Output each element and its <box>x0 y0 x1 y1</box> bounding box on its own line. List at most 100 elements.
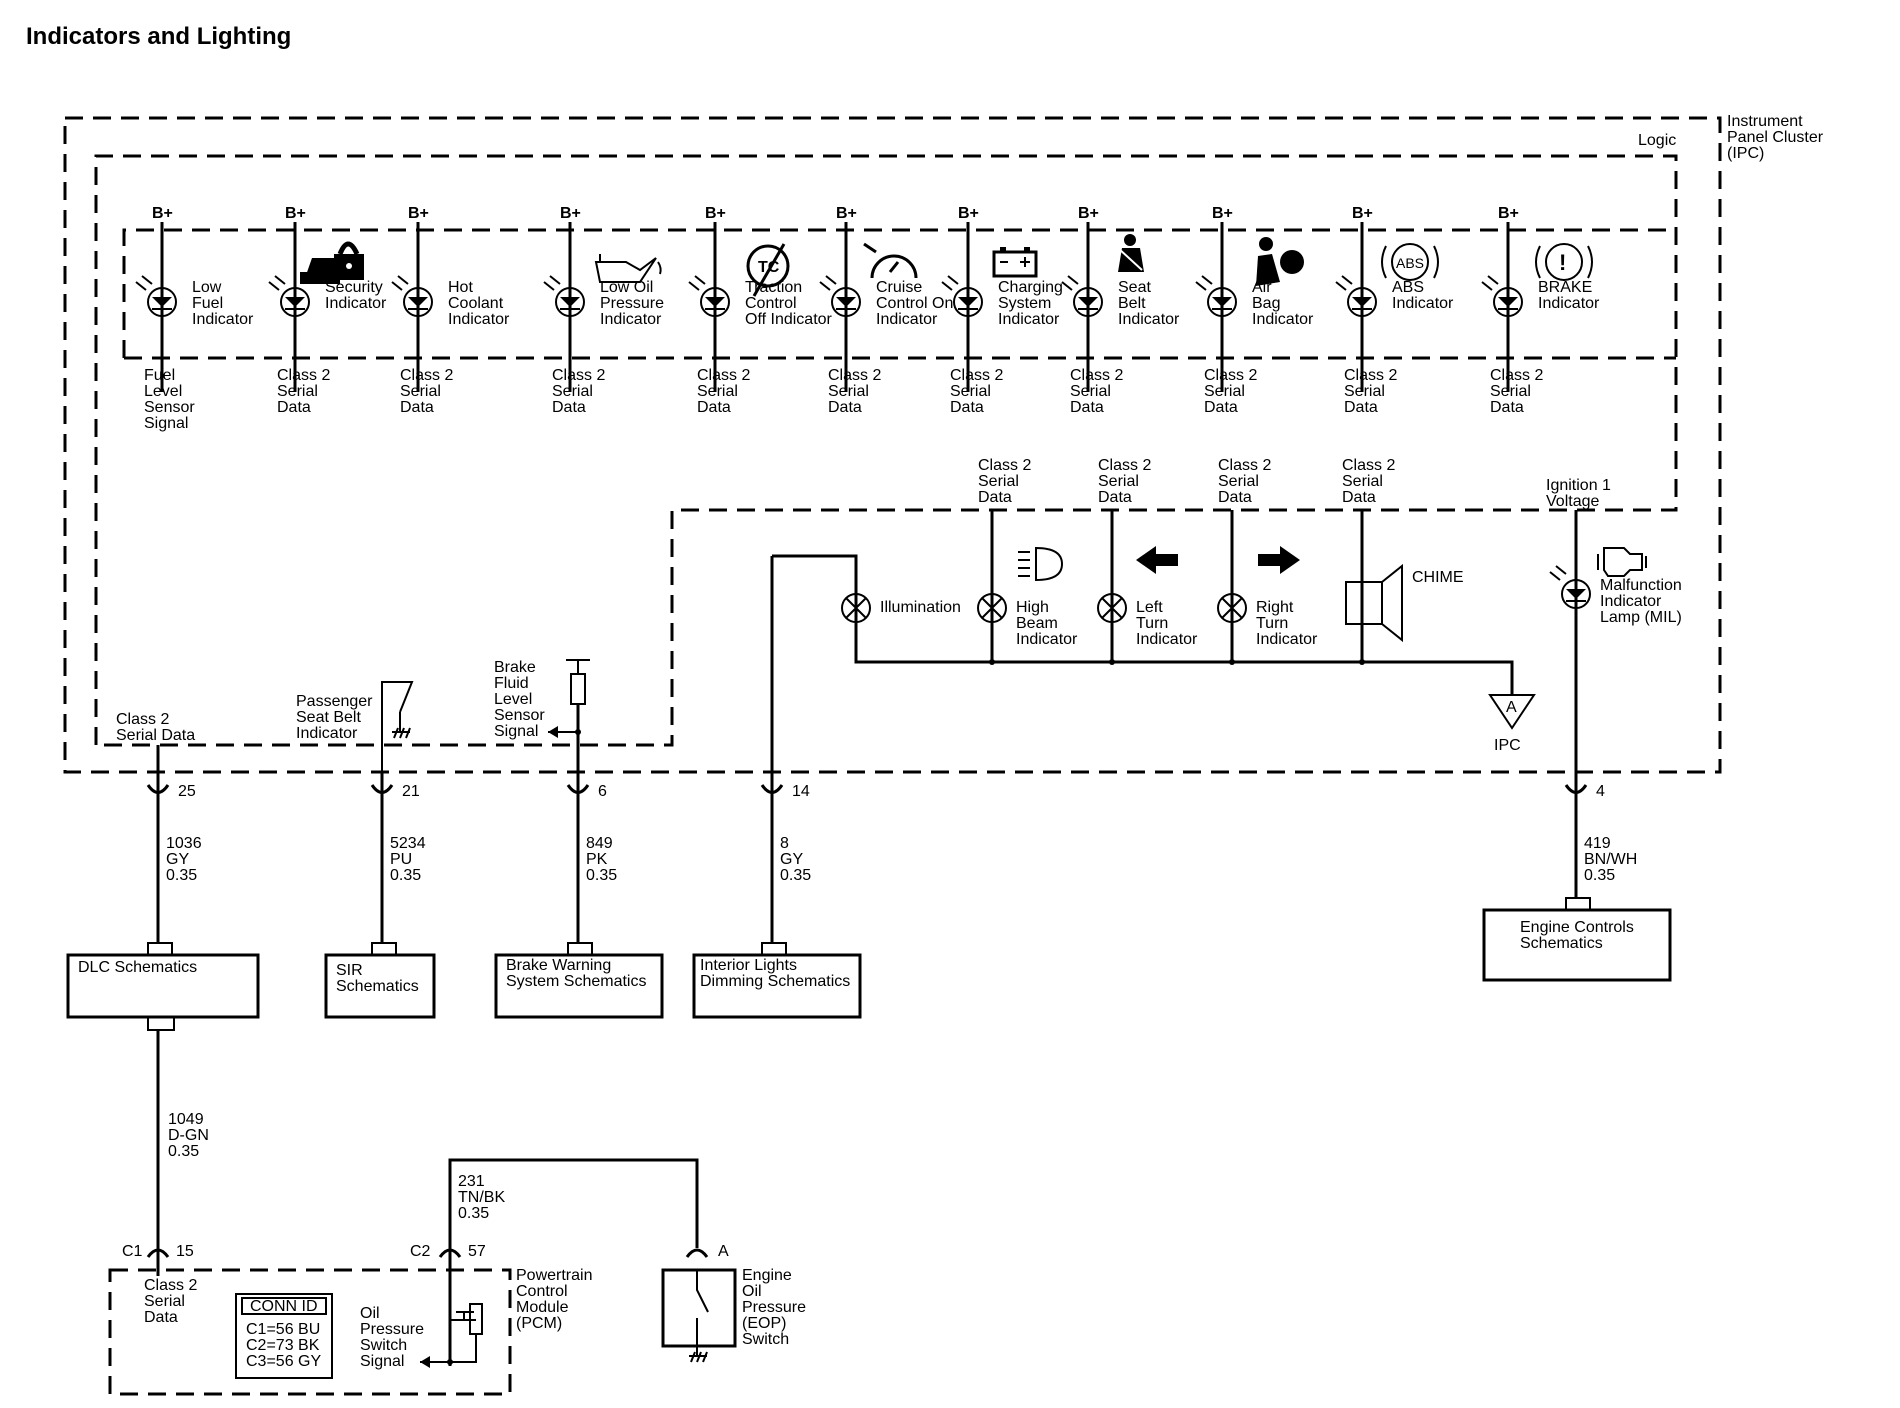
dlc-bottom-connector <box>147 1017 175 1031</box>
brake-fluid-3: Level <box>494 691 532 708</box>
sir-schematics-box[interactable] <box>324 953 436 1019</box>
brake-warning-icon: ! <box>1535 243 1593 281</box>
ground-a-label: IPC <box>1494 737 1521 754</box>
lamp-data: Serial <box>978 473 1019 490</box>
pcm-name-1: Powertrain <box>516 1267 592 1284</box>
indicator-signal: Class 2 <box>1070 367 1123 384</box>
mil-label-3: Lamp (MIL) <box>1600 609 1682 626</box>
seatbelt-icon <box>1117 234 1144 272</box>
logic-label: Logic <box>1638 132 1676 149</box>
indicator-label: ABS <box>1392 279 1424 296</box>
indicator-signal: Data <box>552 399 586 416</box>
led-symbol <box>1347 287 1377 317</box>
connector-pin: 6 <box>598 783 607 800</box>
seatbelt-signal-1: Passenger <box>296 693 373 710</box>
pcm-boundary <box>108 1268 512 1396</box>
indicator-signal: Data <box>1344 399 1378 416</box>
indicator-label: Pressure <box>600 295 664 312</box>
pcm-c2-pin: 57 <box>468 1243 486 1260</box>
indicator-label: Low <box>192 279 222 296</box>
led-symbol <box>831 287 861 317</box>
indicator-label: Indicator <box>998 311 1060 328</box>
indicator-signal: Data <box>950 399 984 416</box>
wire-spec: GY <box>166 851 189 868</box>
conn-id-table <box>235 1293 333 1379</box>
abs-icon-text: ABS <box>1396 255 1424 271</box>
lamp-data: Class 2 <box>1218 457 1271 474</box>
indicator-label: Indicator <box>192 311 254 328</box>
mil-supply-2: Voltage <box>1546 493 1599 510</box>
seatbelt-signal-2: Seat Belt <box>296 709 361 726</box>
indicator-label: Belt <box>1118 295 1146 312</box>
indicator-label: Indicator <box>600 311 662 328</box>
lamp-data: Data <box>978 489 1012 506</box>
lamp-label: Illumination <box>880 599 961 616</box>
brake-dest-1: Brake Warning <box>506 957 611 974</box>
eop-label-1: Engine <box>742 1267 792 1284</box>
indicator-label: Control On <box>876 295 953 312</box>
indicator-signal: Serial <box>1204 383 1245 400</box>
indicator-label: Indicator <box>1538 295 1600 312</box>
serial-data-label-2: Serial Data <box>116 727 195 744</box>
dlc-wire-2: D-GN <box>168 1127 209 1144</box>
indicator-signal: Data <box>697 399 731 416</box>
indicator-signal: Serial <box>400 383 441 400</box>
oil-can-icon <box>594 254 662 283</box>
b-plus-label: B+ <box>705 205 726 222</box>
indicator-signal: Class 2 <box>552 367 605 384</box>
wire-spec: 0.35 <box>1584 867 1615 884</box>
connector-pin: 4 <box>1596 783 1605 800</box>
ground-a-letter: A <box>1506 699 1517 716</box>
brake-fluid-1: Brake <box>494 659 536 676</box>
dlc-schematics-box[interactable] <box>66 953 260 1019</box>
led-symbol <box>403 287 433 317</box>
indicator-label: Indicator <box>1252 311 1314 328</box>
brake-dest-2: System Schematics <box>506 973 646 990</box>
indicator-signal: Serial <box>1490 383 1531 400</box>
bulb-symbol <box>1097 593 1127 623</box>
eop-wire <box>448 1158 699 1248</box>
left-arrow-icon <box>1136 546 1178 574</box>
wire-spec: 0.35 <box>390 867 421 884</box>
indicator-signal: Class 2 <box>277 367 330 384</box>
wire-spec: 5234 <box>390 835 426 852</box>
brake-warning-box[interactable] <box>494 953 664 1019</box>
dlc-wire-1: 1049 <box>168 1111 204 1128</box>
lamp-data: Data <box>1218 489 1252 506</box>
interior-lights-box[interactable] <box>692 953 862 1019</box>
engine-controls-box[interactable] <box>1482 908 1672 982</box>
connector-pin: 21 <box>402 783 420 800</box>
traction-off-icon: TC <box>746 243 790 297</box>
indicator-signal: Serial <box>552 383 593 400</box>
wire-spec: 8 <box>780 835 789 852</box>
wire-spec: PK <box>586 851 608 868</box>
eop-label-5: Switch <box>742 1331 789 1348</box>
eop-label-4: (EOP) <box>742 1315 786 1332</box>
brake-fluid-4: Sensor <box>494 707 545 724</box>
indicator-label: Off Indicator <box>745 311 833 328</box>
dlc-wire-3: 0.35 <box>168 1143 199 1160</box>
b-plus-label: B+ <box>836 205 857 222</box>
indicator-signal: Data <box>400 399 434 416</box>
indicator-signal: Class 2 <box>950 367 1003 384</box>
engine-dest-2: Schematics <box>1520 935 1603 952</box>
ipc-label-1: Instrument <box>1727 113 1803 130</box>
indicator-icons: TC <box>300 234 1593 297</box>
pcm-serial-2: Serial <box>144 1293 185 1310</box>
indicator-label: Indicator <box>1118 311 1180 328</box>
wire-spec: BN/WH <box>1584 851 1637 868</box>
mil-supply-1: Ignition 1 <box>1546 477 1611 494</box>
indicator-label: Control <box>745 295 797 312</box>
wire-spec: 0.35 <box>586 867 617 884</box>
oil-signal-4: Signal <box>360 1353 404 1370</box>
indicator-signal: Data <box>277 399 311 416</box>
